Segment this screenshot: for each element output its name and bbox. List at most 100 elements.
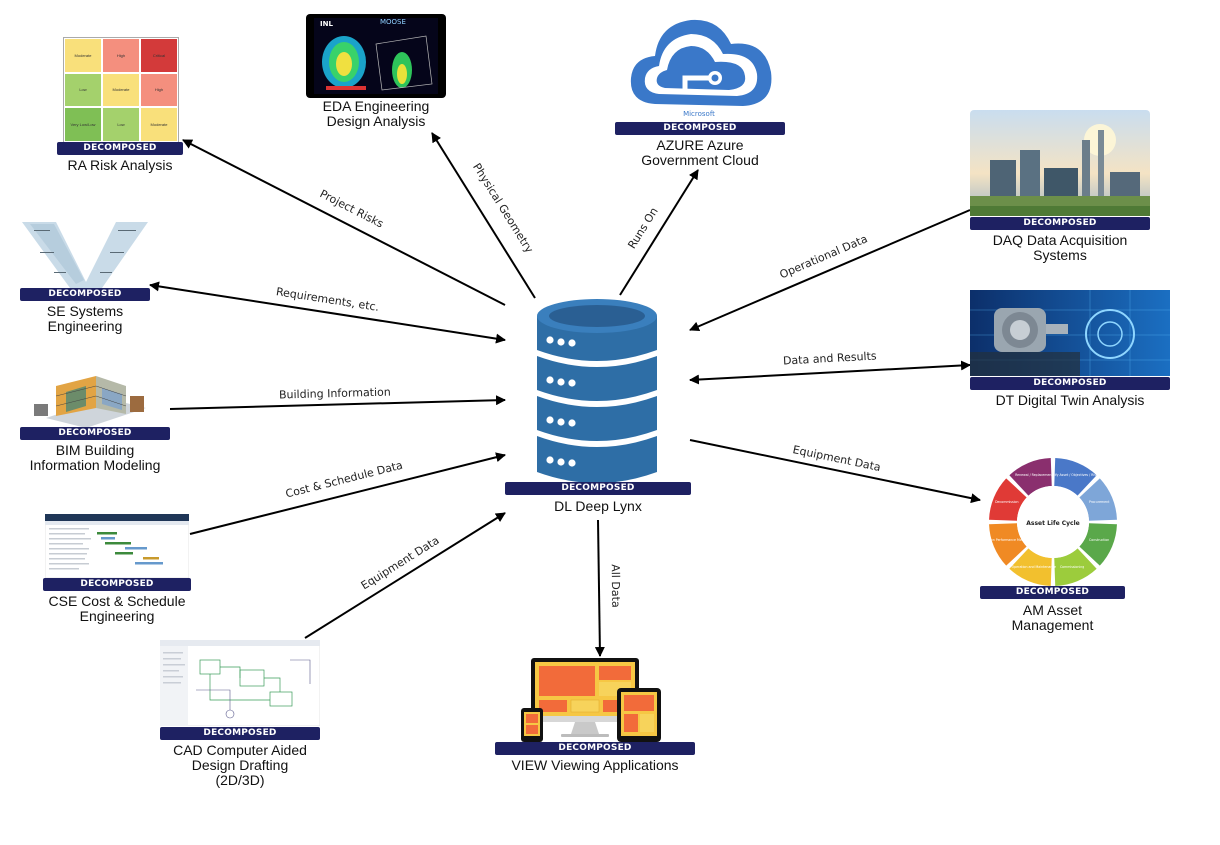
matrix-cell: Low xyxy=(102,107,140,142)
node-azure[interactable]: Microsoft DECOMPOSED AZURE Azure Governm… xyxy=(615,12,785,172)
label-line: AZURE Azure xyxy=(656,137,744,153)
node-cad[interactable]: DECOMPOSED CAD Computer Aided Design Dra… xyxy=(160,640,320,792)
life-cycle-segment-label: Operation and Maintenance xyxy=(1012,565,1056,569)
edge-label-building-info: Building Information xyxy=(279,386,391,402)
brand-text: Microsoft xyxy=(683,110,715,118)
decomposed-badge: DECOMPOSED xyxy=(43,578,191,591)
label-line: Information Modeling xyxy=(29,457,161,473)
decomposed-badge: DECOMPOSED xyxy=(970,377,1170,390)
svg-text:INL: INL xyxy=(320,20,333,28)
edge-label-runs-on: Runs On xyxy=(625,205,660,251)
decomposed-badge: DECOMPOSED xyxy=(615,122,785,135)
edge-label-requirements: Requirements, etc. xyxy=(275,285,380,314)
decomposed-badge: DECOMPOSED xyxy=(495,742,695,755)
node-eda[interactable]: INL MOOSE EDA Engineering Design Analysi… xyxy=(296,14,456,134)
edge-label-project-risks: Project Risks xyxy=(318,187,386,230)
node-label: CSE Cost & Schedule Engineering xyxy=(43,594,191,624)
node-label: DAQ Data Acquisition Systems xyxy=(970,233,1150,263)
life-cycle-segment-label: Decommission xyxy=(995,500,1018,504)
edge-all-data xyxy=(594,519,605,657)
node-cse[interactable]: DECOMPOSED CSE Cost & Schedule Engineeri… xyxy=(43,514,191,626)
life-cycle-segment-label: Commissioning xyxy=(1060,565,1084,569)
life-cycle-segment xyxy=(1079,478,1117,521)
life-cycle-segment xyxy=(1079,523,1117,566)
decomposed-badge: DECOMPOSED xyxy=(970,217,1150,230)
node-dt[interactable]: DECOMPOSED DT Digital Twin Analysis xyxy=(970,290,1170,412)
node-label: DT Digital Twin Analysis xyxy=(970,393,1170,408)
edge-building-info xyxy=(169,395,506,410)
label-line: CAD Computer Aided xyxy=(173,742,307,758)
edge-runs-on xyxy=(619,169,699,296)
v-model-icon xyxy=(22,222,148,288)
matrix-cell: Very Low/Low xyxy=(64,107,102,142)
devices-icon xyxy=(521,658,661,742)
label-line: Design Analysis xyxy=(326,113,426,129)
motor-icon xyxy=(970,290,1170,376)
node-label: EDA Engineering Design Analysis xyxy=(296,99,456,129)
matrix-cell: Critical xyxy=(140,38,178,73)
label-line: Systems xyxy=(1033,247,1087,263)
node-label: VIEW Viewing Applications xyxy=(495,758,695,773)
edge-operational-data xyxy=(689,209,971,332)
decomposed-badge: DECOMPOSED xyxy=(980,586,1125,599)
matrix-cell: High xyxy=(140,72,178,108)
label-line: AM Asset xyxy=(1022,602,1083,618)
life-cycle-segment xyxy=(1009,548,1052,586)
decomposed-badge: DECOMPOSED xyxy=(20,288,150,301)
decomposed-badge: DECOMPOSED xyxy=(57,142,183,155)
life-cycle-segment xyxy=(989,478,1027,521)
schematic-icon xyxy=(160,640,320,726)
label-line: EDA Engineering xyxy=(322,98,430,114)
life-cycle-icon: Identify Asset / Objectives / RiskProcur… xyxy=(980,458,1117,586)
matrix-cell: Moderate xyxy=(64,38,102,73)
edge-equipment-am xyxy=(689,439,981,504)
label-line: DAQ Data Acquisition xyxy=(992,232,1128,248)
building-model-icon xyxy=(34,376,146,428)
edge-cost-schedule xyxy=(189,452,506,535)
azure-cloud-icon: Microsoft xyxy=(630,19,772,118)
edge-requirements xyxy=(149,281,506,344)
edge-project-risks xyxy=(182,139,506,306)
edge-label-data-and-results: Data and Results xyxy=(783,349,878,367)
label-line: (2D/3D) xyxy=(215,772,265,788)
node-label: RA Risk Analysis xyxy=(57,158,183,173)
life-cycle-segment-label: Identify Asset / Objectives / Risk xyxy=(1046,473,1097,477)
node-ra[interactable]: Moderate High Critical Low Moderate High… xyxy=(57,37,183,179)
node-label: AM Asset Management xyxy=(975,603,1130,633)
decomposed-badge: DECOMPOSED xyxy=(160,727,320,740)
center-text: Asset Life Cycle xyxy=(1026,520,1079,527)
label-line: SE Systems xyxy=(46,303,124,319)
node-daq[interactable]: DECOMPOSED DAQ Data Acquisition Systems xyxy=(970,110,1150,268)
label-line: RA Risk Analysis xyxy=(67,157,173,173)
matrix-cell: Low xyxy=(64,72,102,108)
node-label: DL Deep Lynx xyxy=(505,499,691,514)
edge-data-and-results xyxy=(689,360,971,385)
edge-label-cost-schedule: Cost & Schedule Data xyxy=(284,459,404,501)
edge-physical-geometry xyxy=(431,132,536,299)
node-label: SE Systems Engineering xyxy=(20,304,150,334)
node-se[interactable]: DECOMPOSED SE Systems Engineering xyxy=(20,222,150,334)
label-line: Engineering xyxy=(47,318,123,334)
edge-label-all-data: All Data xyxy=(609,564,623,608)
life-cycle-segment xyxy=(1054,548,1097,586)
edge-label-equipment-cad: Equipment Data xyxy=(359,534,442,592)
label-line: VIEW Viewing Applications xyxy=(511,757,679,773)
label-line: Design Drafting xyxy=(191,757,289,773)
node-dl[interactable]: DECOMPOSED DL Deep Lynx xyxy=(505,296,691,516)
node-bim[interactable]: DECOMPOSED BIM Building Information Mode… xyxy=(20,372,170,476)
life-cycle-segment-label: Renewal / Replacement xyxy=(1015,473,1053,477)
label-line: Engineering xyxy=(79,608,155,624)
matrix-cell: Moderate xyxy=(102,72,140,108)
node-label: AZURE Azure Government Cloud xyxy=(615,138,785,168)
life-cycle-segment-label: Procurement xyxy=(1089,500,1110,504)
decomposed-badge: DECOMPOSED xyxy=(505,482,691,495)
label-line: DL Deep Lynx xyxy=(554,498,642,514)
decomposed-badge: DECOMPOSED xyxy=(20,427,170,440)
node-label: CAD Computer Aided Design Drafting (2D/3… xyxy=(160,743,320,788)
label-line: Management xyxy=(1011,617,1094,633)
node-view[interactable]: DECOMPOSED VIEW Viewing Applications xyxy=(495,658,695,776)
label-line: CSE Cost & Schedule xyxy=(48,593,186,609)
edge-label-operational-data: Operational Data xyxy=(778,232,870,281)
